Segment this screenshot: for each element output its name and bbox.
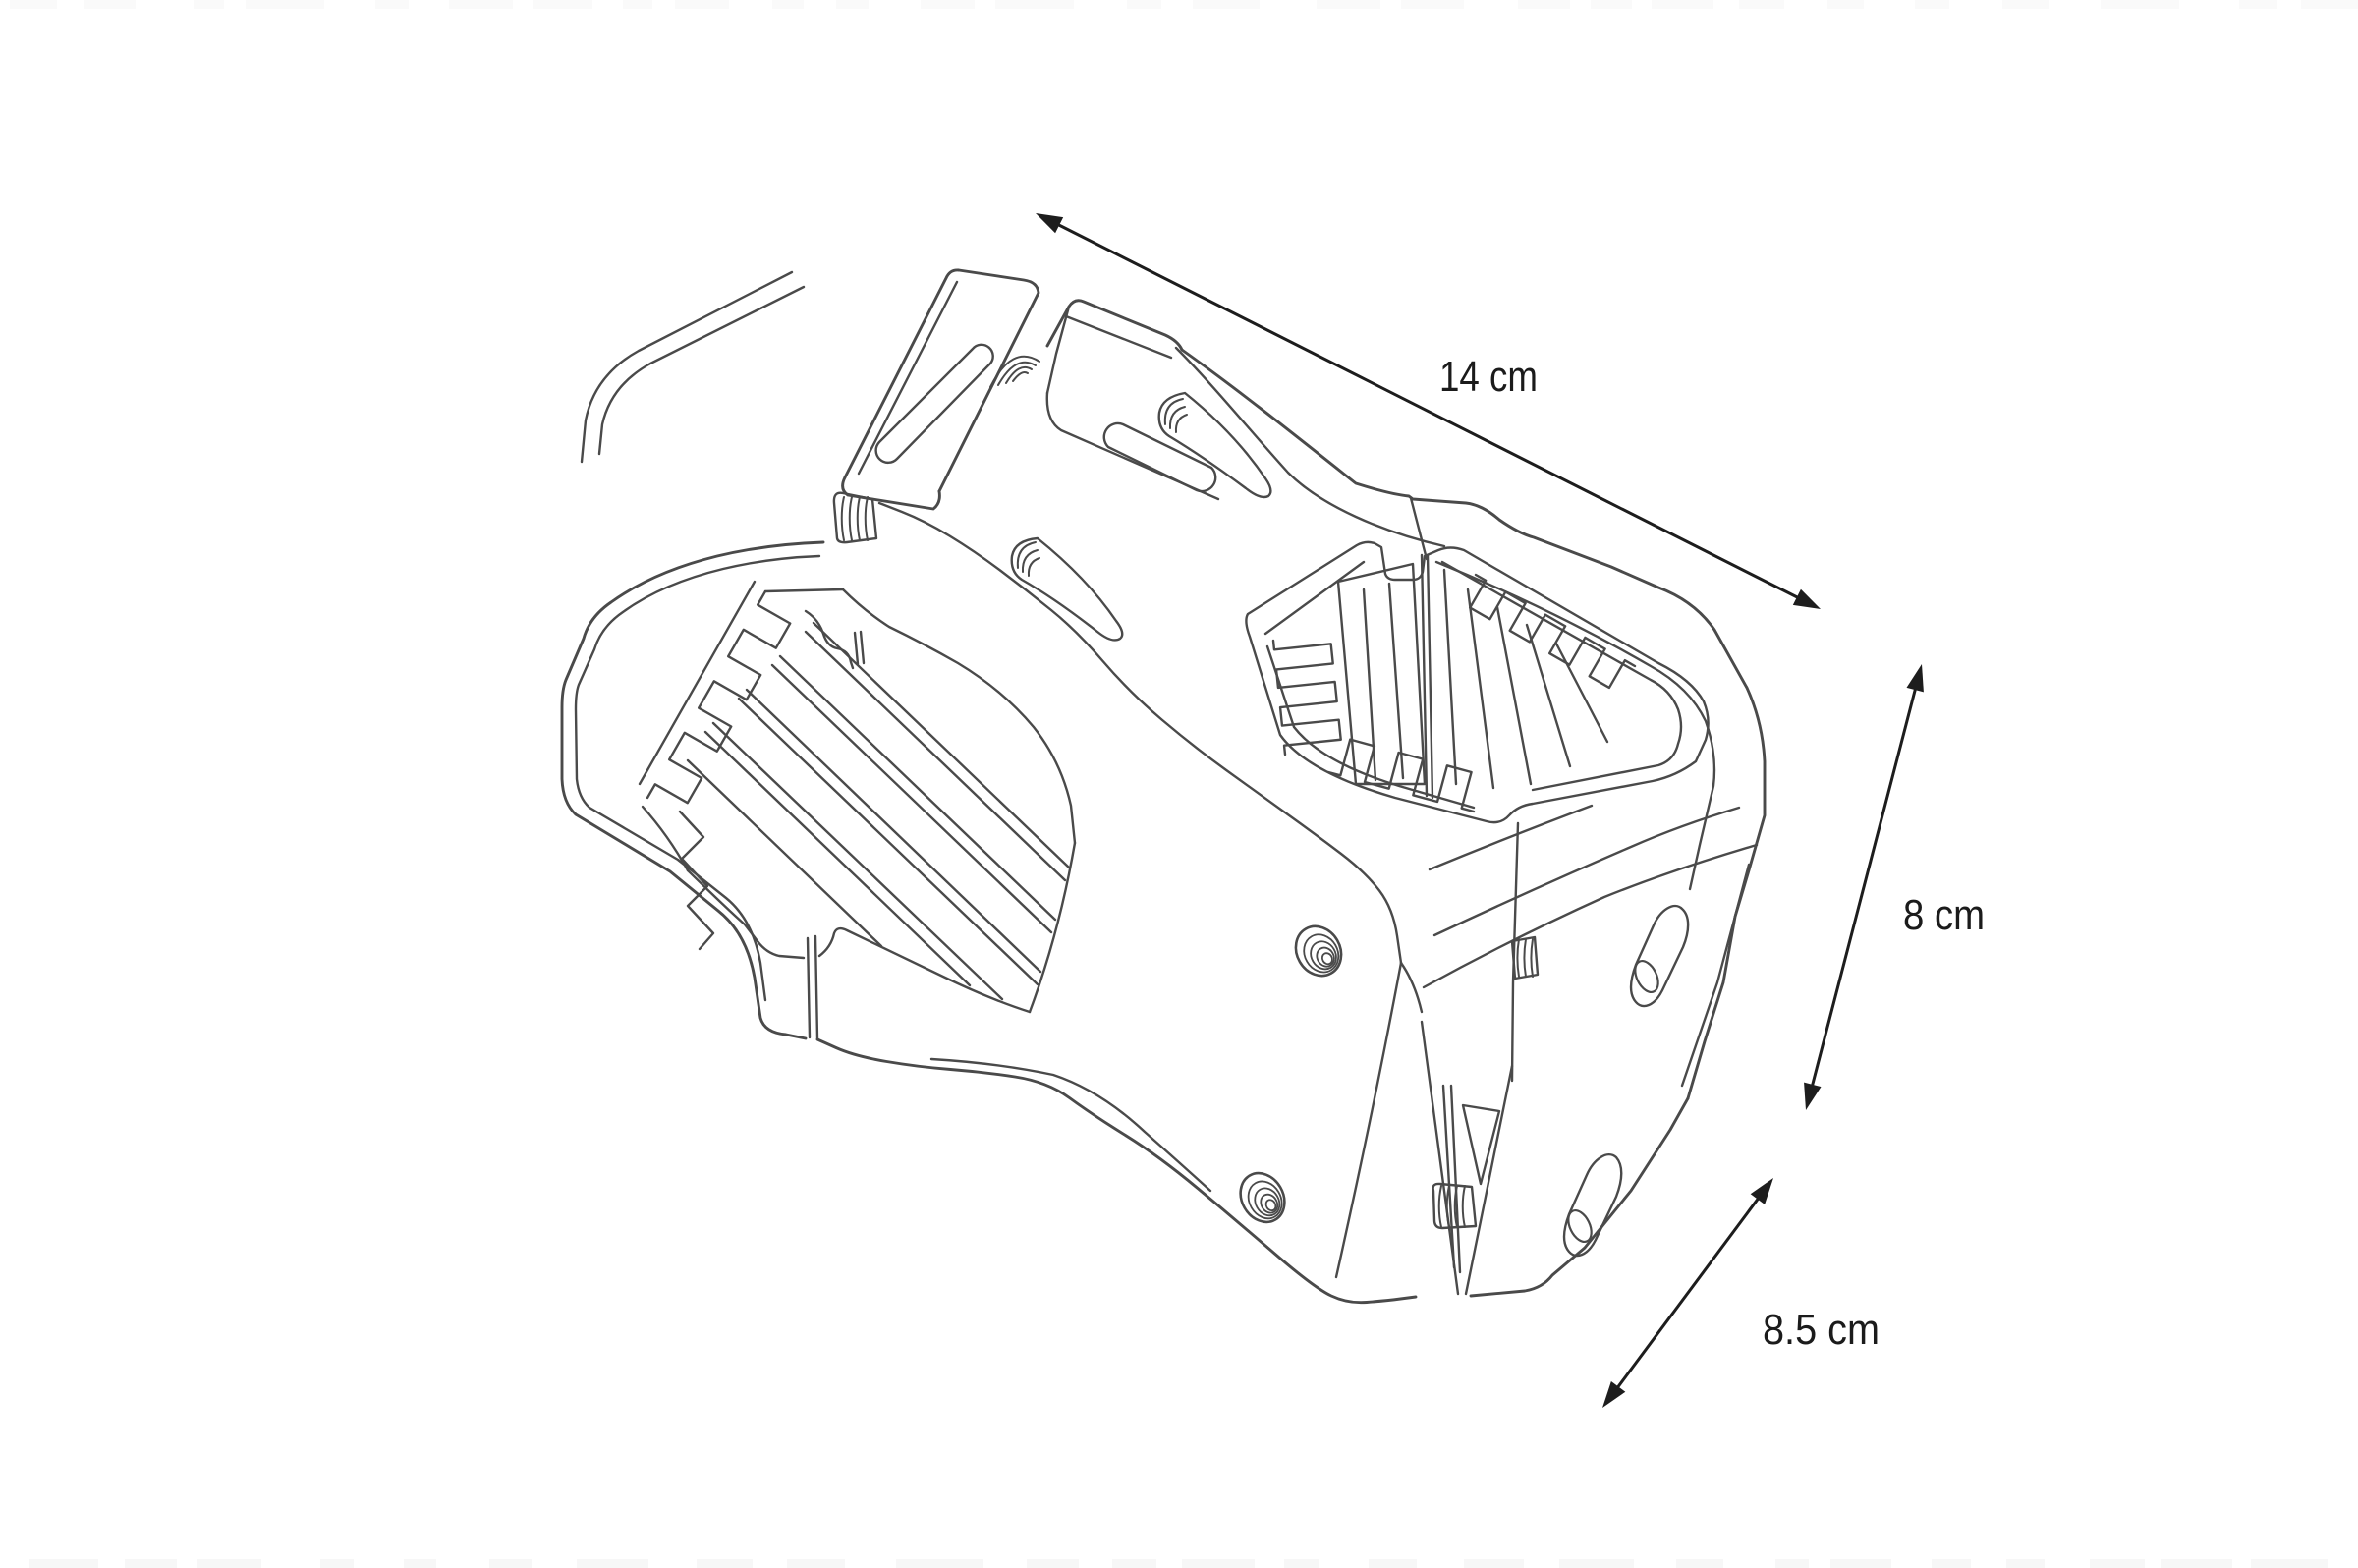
svg-text:8.5 cm: 8.5 cm — [1763, 1306, 1880, 1354]
svg-text:8 cm: 8 cm — [1903, 891, 1985, 939]
svg-text:14 cm: 14 cm — [1439, 353, 1538, 401]
